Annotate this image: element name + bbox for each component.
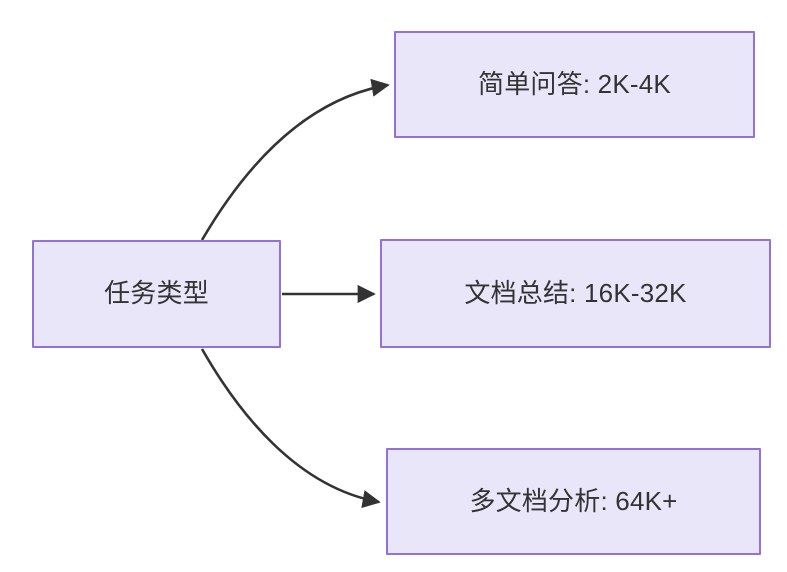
node-simple-qa[interactable]: 简单问答: 2K-4K (394, 31, 755, 138)
node-multi-doc-label: 多文档分析: 64K+ (469, 485, 678, 516)
node-task-type-label: 任务类型 (104, 278, 209, 309)
node-doc-summary[interactable]: 文档总结: 16K-32K (380, 239, 771, 348)
edge-root-to-simple-qa (200, 78, 390, 241)
node-simple-qa-label: 简单问答: 2K-4K (478, 68, 671, 99)
edge-root-to-multi-doc (200, 348, 381, 509)
node-multi-doc[interactable]: 多文档分析: 64K+ (386, 448, 761, 555)
node-task-type[interactable]: 任务类型 (32, 240, 281, 348)
node-doc-summary-label: 文档总结: 16K-32K (464, 277, 687, 308)
